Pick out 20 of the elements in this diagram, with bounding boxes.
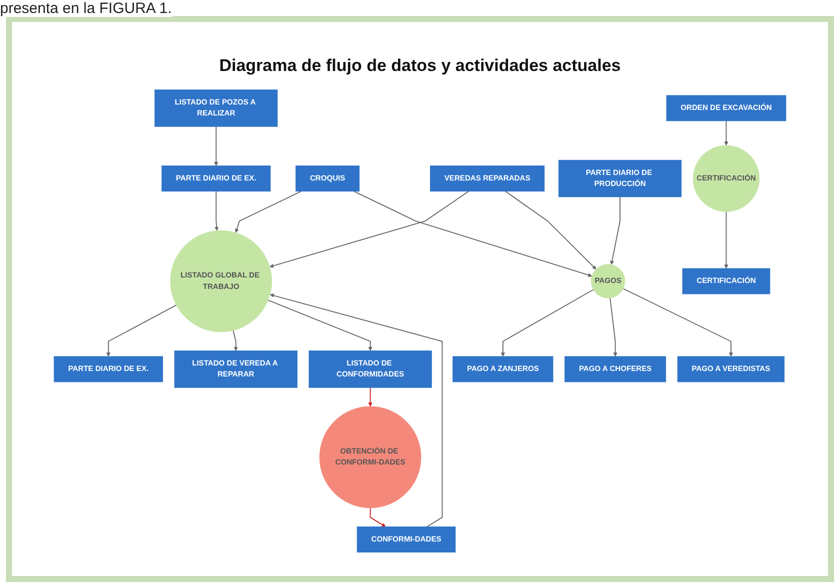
- arrow: [610, 196, 620, 265]
- diagram-title: Diagrama de flujo de datos y actividades actuales: [218, 56, 622, 76]
- arrow: [270, 190, 470, 268]
- caption-fragment: presenta en la FIGURA 1.: [0, 0, 172, 17]
- arrow: [234, 190, 302, 233]
- arrow: [214, 190, 219, 231]
- arrow: [268, 300, 372, 351]
- arrow: [214, 126, 218, 166]
- arrow: [370, 507, 386, 527]
- arrow: [270, 294, 443, 528]
- arrow: [500, 289, 594, 357]
- arrow: [610, 298, 618, 357]
- arrow: [106, 304, 177, 357]
- arrow: [724, 120, 728, 146]
- arrow: [504, 190, 596, 270]
- arrow: [354, 190, 592, 278]
- arrow: [232, 330, 238, 351]
- arrow: [622, 288, 734, 357]
- arrow: [368, 387, 372, 407]
- arrow: [724, 211, 728, 269]
